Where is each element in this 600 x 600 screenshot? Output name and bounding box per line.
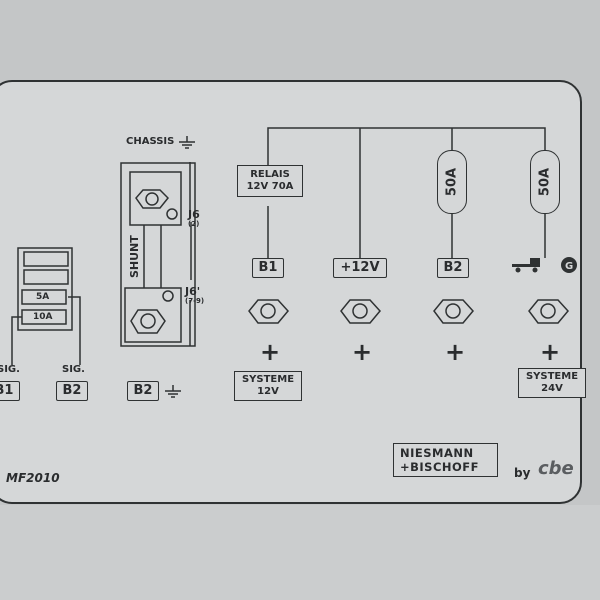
generator-icon: G [561,257,577,273]
battery-b1-left: B1 [0,381,20,401]
shunt-frame [120,162,196,347]
fuse-50a-2: 50A [530,150,560,214]
hex-nut-icon [130,189,569,334]
plus-sign: + [540,338,561,366]
ground-icon [179,136,195,149]
fuse-rating: 50A [537,167,553,197]
plus12v-terminal: +12V [333,258,387,278]
ground-icon [165,385,181,398]
cbe-logo: cbe [538,458,574,479]
battery-b2-right: B2 [437,258,469,278]
plus-sign: + [260,338,281,366]
battery-b2-shunt: B2 [127,381,159,401]
by-label: by [514,466,531,480]
systeme-label: SYSTEME [241,374,295,385]
relay-rating: 12V 70A [246,181,294,192]
j6-pin-label: (2) [188,220,200,228]
systeme-voltage: 24V [541,383,563,394]
model-label: MF2010 [6,471,60,485]
plus-sign: + [445,338,466,366]
systeme-label: SYSTEME [525,371,579,382]
relay-box: RELAIS 12V 70A [237,165,303,197]
fuse-10a-label: 10A [33,312,53,322]
systeme-24v-box: SYSTEME 24V [518,368,586,398]
j6-label: J6 [188,208,200,221]
svg-text:G: G [565,261,573,272]
systeme-voltage: 12V [257,386,279,397]
bus-wire [267,127,546,176]
chassis-label: CHASSIS [126,136,175,147]
battery-b2-left: B2 [56,381,88,401]
logo-line1: NIESMANN [400,446,474,460]
fuse-5a-label: 5A [36,292,50,302]
logo-line2: +BISCHOFF [400,460,480,474]
fuse-rating: 50A [444,167,460,197]
truck-icon [512,258,540,273]
relay-label: RELAIS [250,169,290,180]
niesmann-bischoff-logo: NIESMANN +BISCHOFF [393,443,498,477]
j6-prime-label: J6' [185,285,201,298]
j6-prime-pin-label: (7-9) [185,297,205,305]
systeme-12v-box: SYSTEME 12V [234,371,302,401]
plus-sign: + [352,338,373,366]
sig-b1-label: SIG. [0,364,20,375]
label-panel [0,80,582,504]
battery-b1-right: B1 [252,258,284,278]
sig-b2-label: SIG. [62,364,85,375]
fuse-50a-1: 50A [437,150,467,214]
shunt-label: SHUNT [128,235,141,278]
panel-bottom-edge [0,505,600,600]
